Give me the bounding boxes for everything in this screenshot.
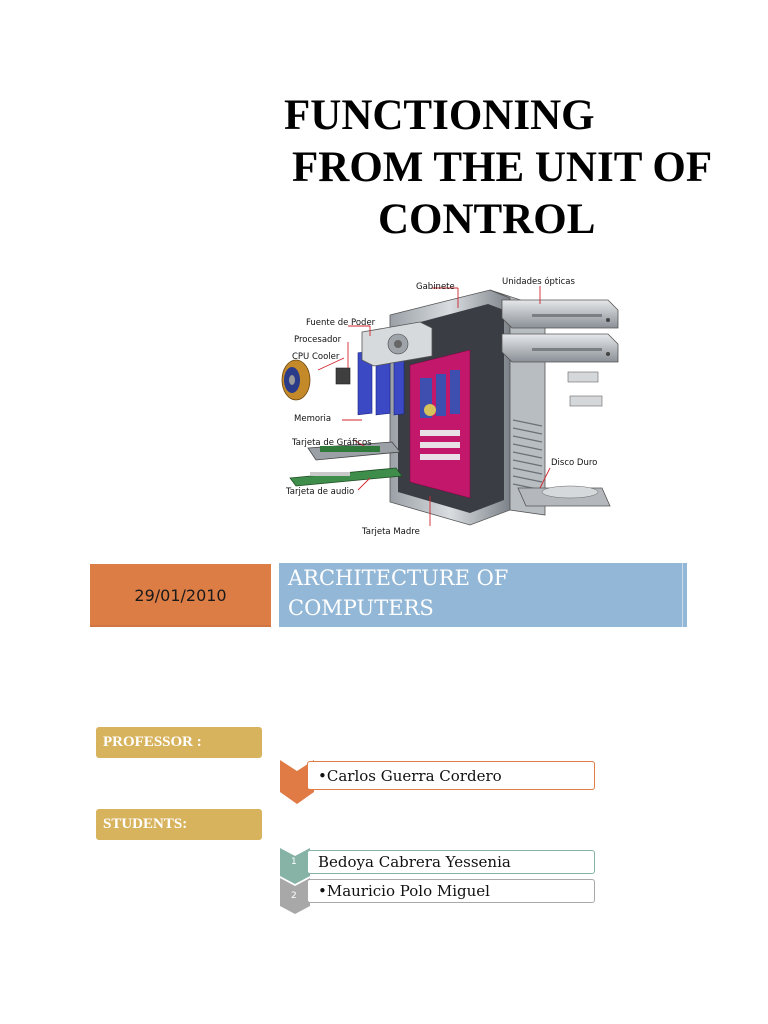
title-line-3: CONTROL [378, 196, 596, 243]
optical-drives [501, 299, 619, 407]
student-2-chevron-icon [280, 878, 310, 914]
label-disco-duro: Disco Duro [551, 458, 597, 468]
power-supply [361, 321, 433, 367]
professor-name-box: •Carlos Guerra Cordero [307, 761, 595, 790]
date-text: 29/01/2010 [134, 586, 227, 605]
memory-modules [357, 350, 405, 416]
student-1-number: 1 [291, 857, 297, 867]
student-1-name-box: Bedoya Cabrera Yessenia [307, 850, 595, 874]
label-tarjeta-de-graficos: Tarjeta de Gráficos [291, 438, 372, 448]
course-line-1: ARCHITECTURE OF [288, 566, 509, 590]
label-cpu-cooler: CPU Cooler [292, 352, 340, 362]
student-2-name-box: •Mauricio Polo Miguel [307, 879, 595, 903]
computer-components-diagram: Gabinete Unidades ópticas Fuente de Pode… [270, 270, 630, 545]
professor-name: •Carlos Guerra Cordero [318, 766, 502, 785]
motherboard [409, 349, 471, 499]
course-block-edge [682, 563, 683, 627]
label-procesador: Procesador [294, 335, 342, 345]
course-line-2: COMPUTERS [288, 596, 434, 620]
course-block: ARCHITECTURE OF COMPUTERS [279, 563, 687, 627]
leader-lines [317, 286, 551, 526]
student-2-number: 2 [291, 891, 297, 901]
student-1-name: Bedoya Cabrera Yessenia [318, 853, 511, 871]
audio-card [289, 467, 403, 487]
label-tarjeta-de-audio: Tarjeta de audio [285, 487, 354, 497]
processor-chip [335, 367, 351, 385]
label-tarjeta-madre: Tarjeta Madre [361, 527, 420, 537]
document-title: FUNCTIONING FROM THE UNIT OF CONTROL [270, 90, 750, 246]
student-2-name: •Mauricio Polo Miguel [318, 882, 490, 900]
title-line-2: FROM THE UNIT OF [292, 144, 713, 191]
graphics-card [307, 441, 401, 461]
student-1-chevron-icon [280, 848, 310, 884]
label-unidades-opticas: Unidades ópticas [502, 276, 576, 287]
label-memoria: Memoria [294, 414, 331, 424]
label-gabinete: Gabinete [416, 282, 455, 292]
date-block: 29/01/2010 [90, 564, 271, 627]
computer-diagram-illustration: Gabinete Unidades ópticas Fuente de Pode… [281, 276, 619, 537]
professor-label-text: PROFESSOR : [103, 734, 202, 750]
title-line-1: FUNCTIONING [284, 92, 595, 139]
professor-chevron-icon [280, 760, 314, 804]
label-fuente-de-poder: Fuente de Poder [306, 318, 376, 328]
students-label: STUDENTS: [96, 809, 262, 840]
professor-label: PROFESSOR : [96, 727, 262, 758]
cpu-cooler [281, 359, 311, 401]
hard-disk [517, 485, 611, 507]
students-label-text: STUDENTS: [103, 816, 188, 832]
